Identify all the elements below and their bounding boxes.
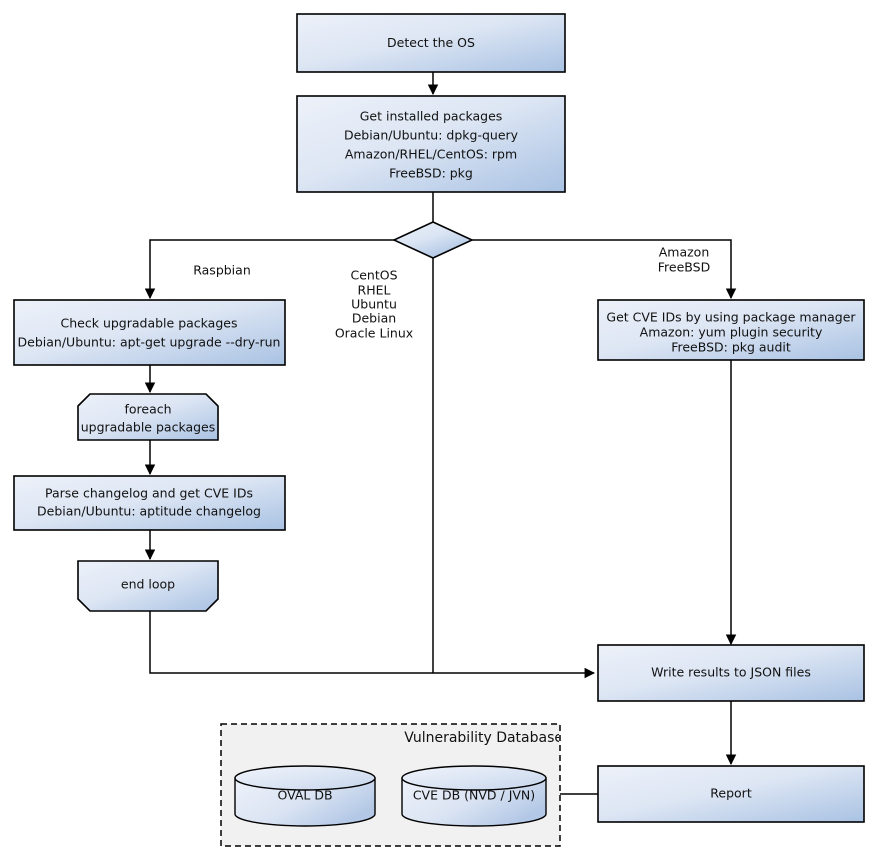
edge-label-raspbian: Raspbian: [193, 263, 251, 278]
parse-changelog-line-2: Debian/Ubuntu: aptitude changelog: [37, 504, 261, 519]
get-cve-ids-line-2: Amazon: yum plugin security: [640, 325, 823, 340]
freebsd-label: FreeBSD: [658, 260, 710, 275]
cve-db-node: CVE DB (NVD / JVN): [401, 765, 547, 827]
report-box[interactable]: [597, 765, 865, 823]
node-os-decision[interactable]: [392, 221, 474, 259]
center-os-line-5: Oracle Linux: [335, 326, 413, 341]
vulnerability-database-group: Vulnerability Database OVAL DB CVE DB (N…: [220, 723, 563, 847]
foreach-line-2: upgradable packages: [81, 420, 216, 435]
center-os-line-3: Ubuntu: [351, 297, 397, 312]
edge-decision-to-check-upgradable: [144, 239, 394, 300]
oval-db-cylinder-top: [234, 765, 376, 791]
write-results-label: Write results to JSON files: [651, 665, 811, 680]
node-get-installed-packages[interactable]: Get installed packages Debian/Ubuntu: dp…: [296, 95, 566, 193]
report-label: Report: [710, 786, 752, 801]
amazon-label: Amazon: [659, 245, 710, 260]
get-installed-packages-line-2: Debian/Ubuntu: dpkg-query: [344, 128, 519, 143]
cve-db-cylinder-body: [401, 777, 547, 827]
get-installed-packages-line-4: FreeBSD: pkg: [389, 166, 473, 181]
edge-decision-to-get-cve-ids: [472, 239, 737, 300]
cve-db-cylinder-top: [401, 765, 547, 791]
edge-label-center-os-list: CentOS RHEL Ubuntu Debian Oracle Linux: [335, 268, 413, 341]
center-os-line-4: Debian: [352, 311, 396, 326]
get-cve-ids-box[interactable]: [597, 299, 865, 361]
get-cve-ids-line-3: FreeBSD: pkg audit: [671, 340, 791, 355]
node-parse-changelog[interactable]: Parse changelog and get CVE IDs Debian/U…: [13, 475, 286, 531]
get-installed-packages-line-1: Get installed packages: [360, 109, 503, 124]
end-loop-shape[interactable]: [77, 560, 219, 612]
center-os-line-2: RHEL: [358, 283, 391, 298]
foreach-loop-shape[interactable]: [77, 393, 219, 441]
detect-os-label: Detect the OS: [387, 35, 475, 50]
end-loop-label: end loop: [121, 577, 175, 592]
node-report[interactable]: Report: [597, 765, 865, 823]
write-results-box[interactable]: [597, 644, 865, 702]
detect-os-box[interactable]: [296, 13, 566, 73]
foreach-line-1: foreach: [124, 402, 171, 417]
cve-db-label: CVE DB (NVD / JVN): [413, 788, 535, 803]
edge-endloop-to-write-results: [149, 611, 596, 679]
node-foreach-loop-start[interactable]: foreach upgradable packages: [77, 393, 219, 441]
oval-db-node: OVAL DB: [234, 765, 376, 827]
get-cve-ids-line-1: Get CVE IDs by using package manager: [606, 310, 856, 325]
check-upgradable-line-1: Check upgradable packages: [61, 316, 238, 331]
edge-label-amazon-freebsd: Amazon FreeBSD: [658, 245, 710, 275]
node-check-upgradable-packages[interactable]: Check upgradable packages Debian/Ubuntu:…: [13, 299, 286, 366]
center-os-line-1: CentOS: [350, 268, 397, 283]
node-get-cve-ids[interactable]: Get CVE IDs by using package manager Ama…: [597, 299, 865, 361]
parse-changelog-line-1: Parse changelog and get CVE IDs: [45, 486, 253, 501]
check-upgradable-line-2: Debian/Ubuntu: apt-get upgrade --dry-run: [18, 335, 281, 350]
oval-db-label: OVAL DB: [277, 788, 332, 803]
parse-changelog-box[interactable]: [13, 475, 286, 531]
node-detect-os[interactable]: Detect the OS: [296, 13, 566, 73]
check-upgradable-box[interactable]: [13, 299, 286, 366]
group-title: Vulnerability Database: [404, 730, 563, 746]
get-installed-packages-line-3: Amazon/RHEL/CentOS: rpm: [345, 147, 517, 162]
oval-db-cylinder-body: [234, 777, 376, 827]
get-installed-packages-box[interactable]: [296, 95, 566, 193]
node-write-results[interactable]: Write results to JSON files: [597, 644, 865, 702]
os-decision-diamond[interactable]: [392, 221, 474, 259]
node-end-loop[interactable]: end loop: [77, 560, 219, 612]
